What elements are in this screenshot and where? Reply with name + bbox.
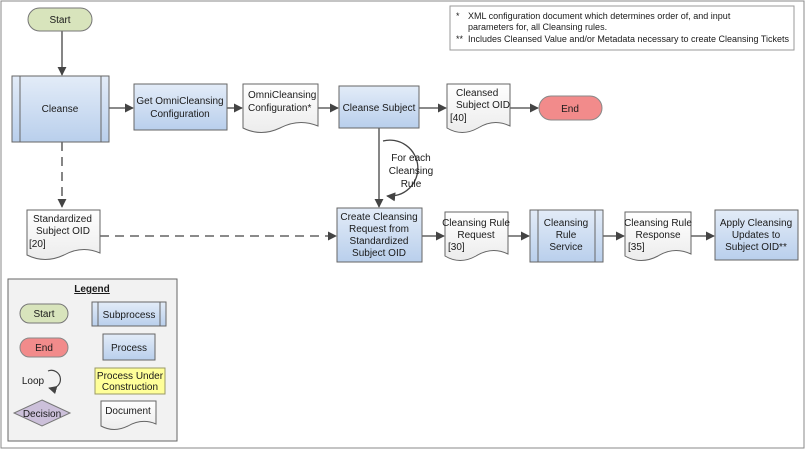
rule-request-ref: [30] (448, 242, 465, 253)
note1-text-b: parameters for, all Cleansing rules. (468, 22, 607, 32)
apply-updates-process: Apply Cleansing Updates to Subject OID** (714, 209, 799, 261)
apply-updates-line2: Updates to (732, 230, 781, 241)
rule-response-line2: Response (635, 230, 680, 241)
std-oid-line1: Standardized (33, 214, 92, 225)
note1-text-a: XML configuration document which determi… (468, 11, 731, 21)
rule-request-line2: Request (457, 230, 494, 241)
rule-request-document: Cleansing Rule Request [30] (442, 211, 510, 261)
rule-response-line1: Cleansing Rule (624, 218, 692, 229)
rule-response-ref: [35] (628, 242, 645, 253)
legend-start-label: Start (33, 309, 54, 320)
omni-config-line2: Configuration* (248, 103, 311, 114)
create-request-process: Create Cleansing Request from Standardiz… (336, 207, 423, 263)
create-request-line1: Create Cleansing (340, 212, 417, 223)
legend-loop: Loop (22, 369, 61, 395)
loop-label-line2: Cleansing (389, 166, 433, 177)
get-config-line1: Get OmniCleansing (136, 96, 223, 107)
rule-service-line2: Rule (556, 230, 577, 241)
start-terminator: Start (27, 7, 93, 32)
rule-service-subprocess: Cleansing Rule Service (529, 209, 604, 263)
legend-end-label: End (35, 343, 53, 354)
note2-text: Includes Cleansed Value and/or Metadata … (468, 34, 790, 44)
std-oid-ref: [20] (29, 239, 46, 250)
legend-start: Start (19, 303, 69, 324)
omni-config-document: OmniCleansing Configuration* (242, 83, 319, 133)
legend-decision-label: Decision (23, 409, 61, 420)
legend-end: End (19, 337, 69, 358)
end-label: End (561, 104, 579, 115)
legend-process: Process (102, 333, 156, 361)
start-label: Start (49, 15, 70, 26)
cleanse-subject-process: Cleanse Subject (338, 85, 420, 129)
cleansed-oid-line2: Subject OID (456, 100, 510, 111)
loop-indicator: For each Cleansing Rule (382, 139, 433, 202)
omni-config-line1: OmniCleansing (248, 90, 316, 101)
rule-response-document: Cleansing Rule Response [35] (624, 211, 692, 261)
legend: Legend Start End Loop Decision Subproces… (7, 278, 178, 442)
legend-loop-label: Loop (22, 376, 45, 387)
cleansed-oid-ref: [40] (450, 113, 467, 124)
get-config-process: Get OmniCleansing Configuration (133, 83, 228, 131)
end-terminator: End (538, 95, 603, 121)
apply-updates-line3: Subject OID** (725, 242, 787, 253)
legend-document-label: Document (105, 406, 151, 417)
legend-under-construction: Process Under Construction (94, 367, 166, 395)
legend-construction-line1: Process Under (97, 371, 164, 382)
cleansed-oid-line1: Cleansed (456, 88, 498, 99)
cleanse-subject-label: Cleanse Subject (343, 103, 416, 114)
legend-process-label: Process (111, 343, 147, 354)
cleanse-subprocess: Cleanse (11, 75, 110, 143)
rule-service-line3: Service (549, 242, 583, 253)
note2-prefix: ** (456, 34, 464, 44)
legend-title: Legend (74, 284, 110, 295)
note1-prefix: * (456, 11, 460, 21)
notes-box: * XML configuration document which deter… (449, 5, 795, 51)
get-config-line2: Configuration (150, 109, 209, 120)
legend-subprocess-label: Subprocess (103, 310, 156, 321)
std-oid-line2: Subject OID (36, 226, 90, 237)
rule-service-line1: Cleansing (544, 218, 588, 229)
create-request-line3: Standardized (350, 236, 409, 247)
legend-decision: Decision (12, 399, 72, 427)
legend-document: Document (100, 400, 157, 430)
connectors (57, 31, 715, 241)
loop-label-line1: For each (391, 153, 430, 164)
cleanse-label: Cleanse (42, 104, 79, 115)
create-request-line4: Subject OID (352, 248, 406, 259)
legend-construction-line2: Construction (102, 382, 158, 393)
legend-subprocess: Subprocess (91, 301, 167, 327)
cleansed-oid-document: Cleansed Subject OID [40] (446, 83, 511, 133)
standardized-oid-document: Standardized Subject OID [20] (26, 209, 101, 260)
apply-updates-line1: Apply Cleansing (720, 218, 792, 229)
rule-request-line1: Cleansing Rule (442, 218, 510, 229)
create-request-line2: Request from (349, 224, 409, 235)
loop-label-line3: Rule (401, 179, 422, 190)
